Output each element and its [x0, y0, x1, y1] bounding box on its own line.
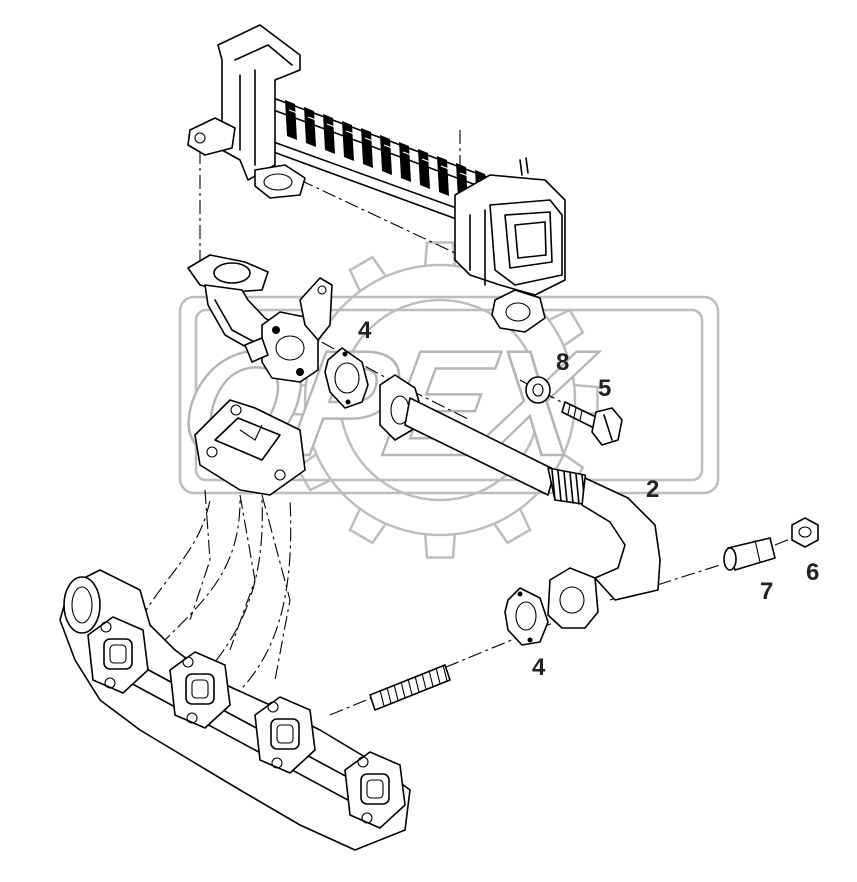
stud: [369, 664, 451, 711]
callout-8: 8: [556, 349, 569, 376]
callout-4-top: 4: [358, 317, 372, 344]
callout-6: 6: [806, 559, 819, 586]
gasket-top: [324, 347, 369, 409]
part-callouts: 4 8 5 2 6 7 4: [358, 317, 819, 681]
watermark-frame-inner: [194, 308, 704, 482]
exhaust-manifold: [59, 499, 411, 851]
callout-2: 2: [646, 476, 659, 503]
callout-5: 5: [598, 375, 611, 402]
gasket-bottom: [504, 587, 549, 646]
callout-7: 7: [760, 578, 773, 605]
spacer-sleeve-part-7: [723, 537, 776, 571]
egr-cooler: [187, 24, 566, 333]
elbow-pipe: [187, 254, 333, 383]
watermark-frame-outer: [178, 295, 720, 495]
bolt-part-5: [561, 401, 623, 446]
manifold-outlet-flange: [194, 399, 306, 496]
washer-part-8: [525, 376, 551, 404]
nut-part-6: [791, 517, 819, 548]
egr-pipe-part-2: [379, 374, 661, 629]
callout-4-bottom: 4: [532, 654, 546, 681]
